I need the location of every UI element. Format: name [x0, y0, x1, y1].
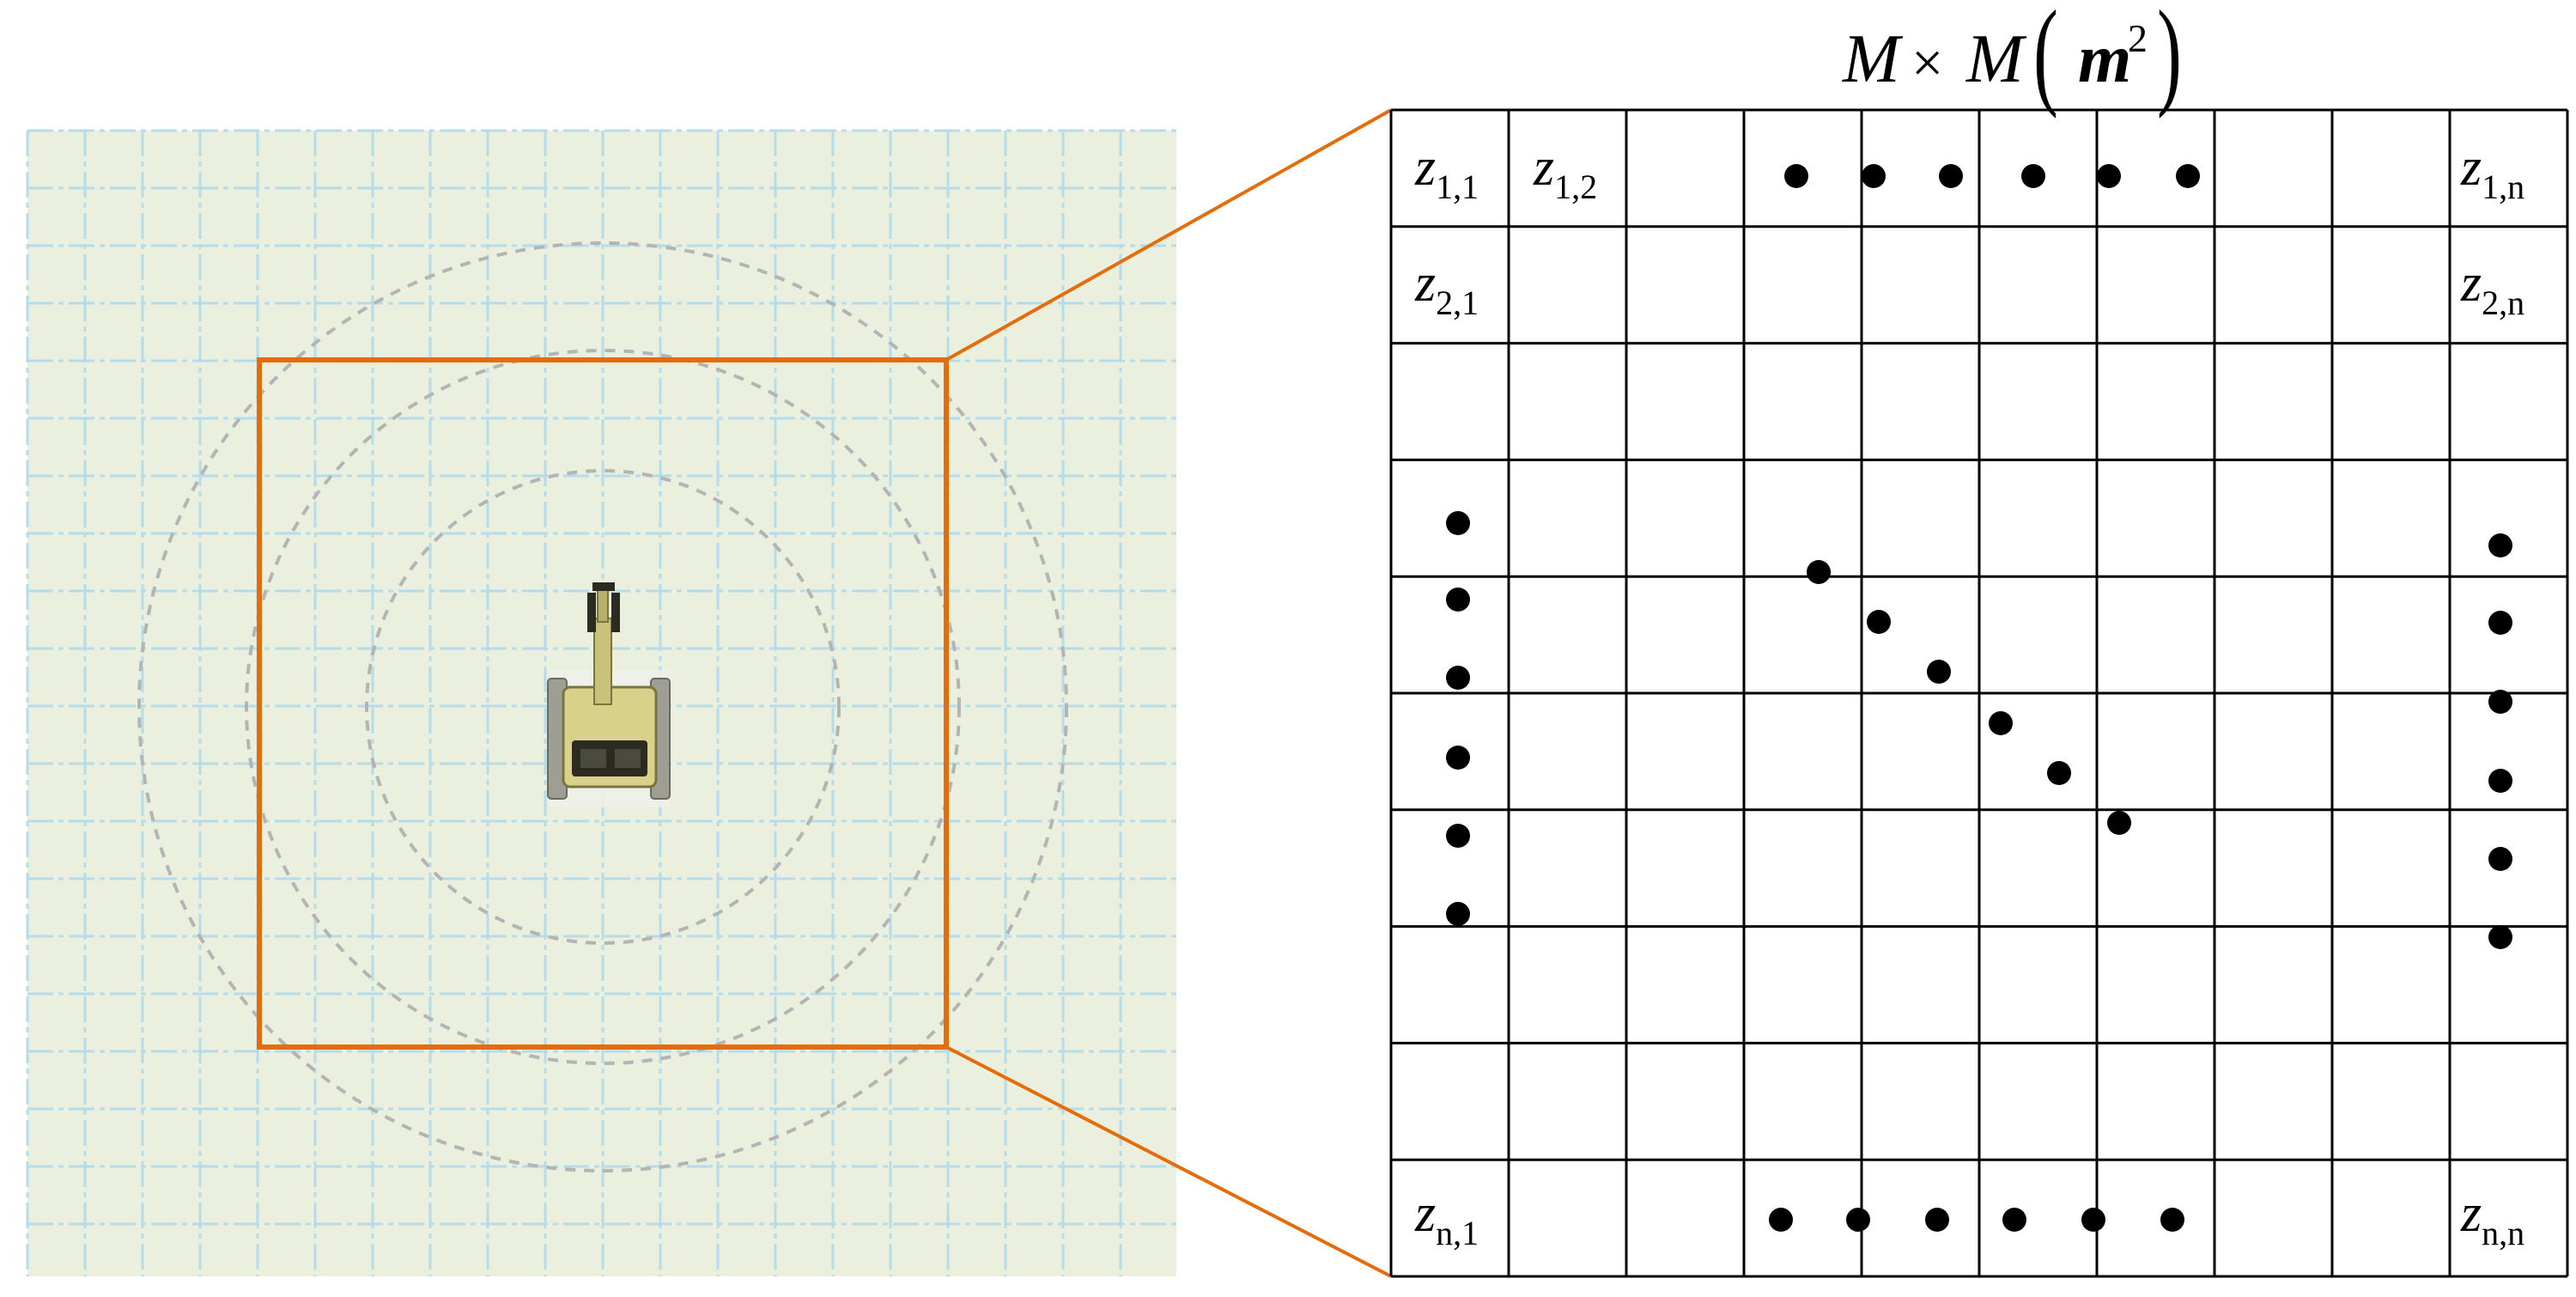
cell-label-z21: z2,1 — [1414, 254, 1479, 322]
ellipsis-bottom-row — [1769, 1208, 2184, 1232]
cell-label-z11: z1,1 — [1414, 138, 1479, 206]
excavator-icon — [547, 582, 671, 807]
ellipsis-dots — [1446, 164, 2512, 1232]
map-grid-lines — [26, 129, 1176, 1276]
selected-region — [257, 357, 949, 1050]
svg-text:): ) — [2157, 0, 2182, 119]
zoom-line-top — [945, 108, 1392, 362]
ellipsis-top-row — [1784, 164, 2200, 188]
elevation-grid: z1,1 z1,2 z1,n z2,1 z2,n zn,1 zn,n — [1389, 108, 2569, 1278]
svg-text:(: ( — [2033, 0, 2058, 119]
zoom-line-bottom — [945, 1045, 1392, 1278]
title-times: × — [1911, 32, 1943, 94]
ellipsis-left-column — [1446, 511, 1470, 926]
title-unit-exponent: 2 — [2128, 16, 2148, 60]
ellipsis-diagonal — [1807, 560, 2131, 835]
cell-label-z1n: z1,n — [2460, 138, 2524, 206]
grid-title: M × M ( m 2 ) — [1842, 0, 2182, 119]
cell-labels: z1,1 z1,2 z1,n z2,1 z2,n zn,1 zn,n — [1414, 138, 2524, 1252]
cell-label-znn: zn,n — [2460, 1184, 2524, 1252]
environment-map — [26, 129, 1176, 1276]
range-rings — [137, 241, 1068, 1172]
range-ring-inner — [365, 469, 841, 945]
svg-text:M × M: M × M — [1842, 21, 2027, 97]
title-var-2: M — [1965, 21, 2027, 97]
ellipsis-right-column — [2488, 533, 2512, 949]
title-var-1: M — [1842, 21, 1904, 97]
title-unit: m — [2078, 21, 2131, 97]
zoom-connectors — [945, 108, 1392, 1278]
cell-label-zn1: zn,1 — [1414, 1184, 1479, 1252]
range-ring-middle — [245, 349, 961, 1065]
grid-lines — [1389, 108, 2569, 1278]
range-ring-outer — [137, 241, 1068, 1172]
cell-label-z12: z1,2 — [1533, 138, 1597, 206]
cell-label-z2n: z2,n — [2460, 254, 2524, 322]
